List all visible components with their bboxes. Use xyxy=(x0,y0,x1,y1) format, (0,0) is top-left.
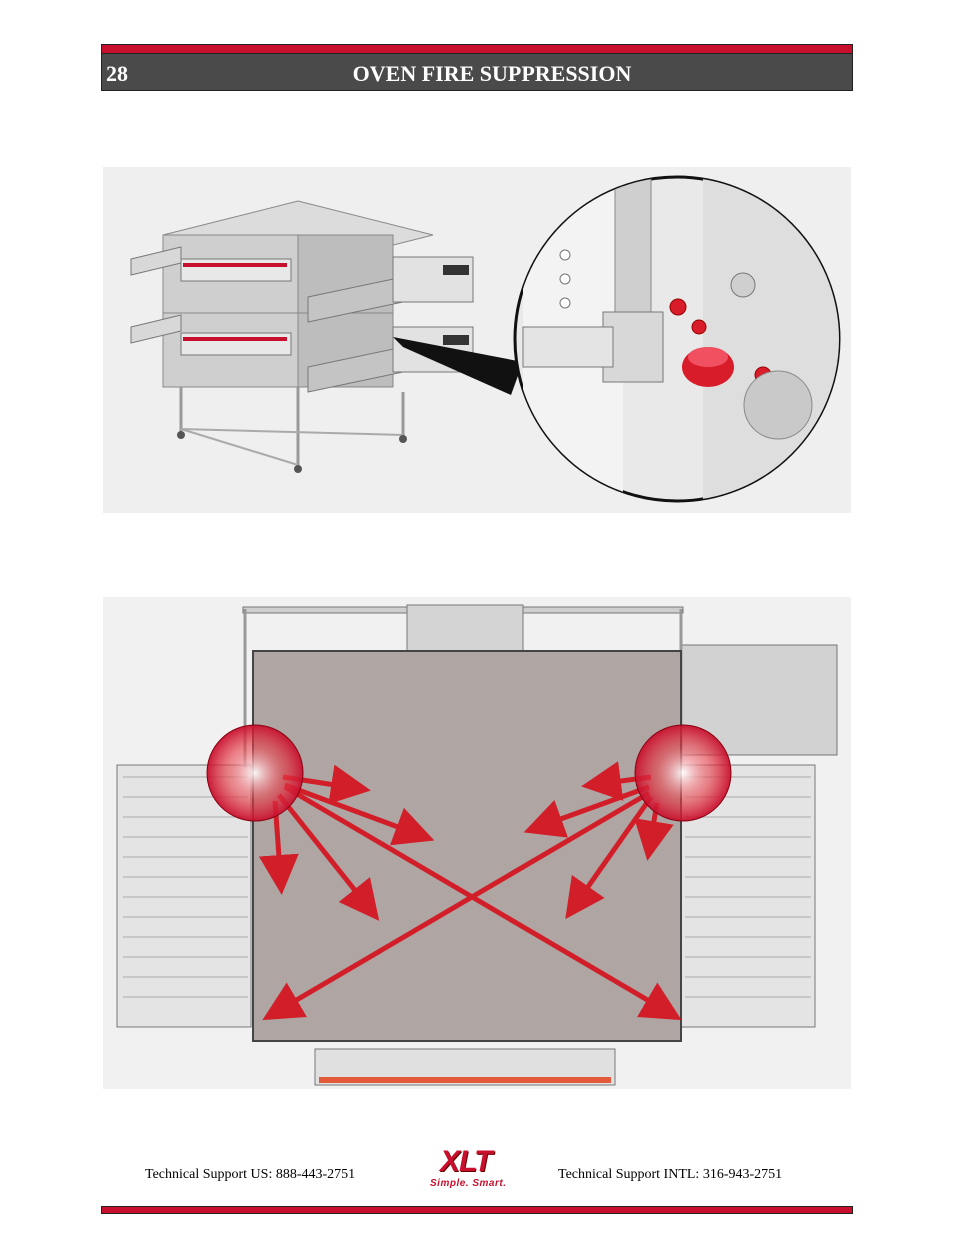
right-nozzle-marker xyxy=(634,724,732,822)
stacked-oven xyxy=(130,200,474,473)
page-header: 28 OVEN FIRE SUPPRESSION xyxy=(101,44,853,91)
callout-wedge xyxy=(393,337,523,395)
support-us: Technical Support US: 888-443-2751 xyxy=(145,1167,356,1182)
footer-red-bar xyxy=(101,1206,853,1214)
page-number: 28 xyxy=(106,61,128,86)
xlt-logo: XLT Simple. Smart. xyxy=(428,1145,528,1191)
header-red-stripe xyxy=(102,45,852,54)
oven-nozzle-figure xyxy=(103,167,851,513)
logo-tagline: Simple. Smart. xyxy=(430,1178,507,1189)
oven-spray-pattern-diagram xyxy=(116,604,838,1086)
oven-nozzle-bracket-illustration xyxy=(130,175,841,503)
logo-text: XLT xyxy=(440,1145,492,1178)
zoom-detail-circle xyxy=(513,175,841,503)
left-nozzle-marker xyxy=(206,724,304,822)
support-intl: Technical Support INTL: 316-943-2751 xyxy=(558,1167,783,1182)
page-title: OVEN FIRE SUPPRESSION xyxy=(352,61,632,86)
spray-pattern-figure xyxy=(103,597,851,1089)
